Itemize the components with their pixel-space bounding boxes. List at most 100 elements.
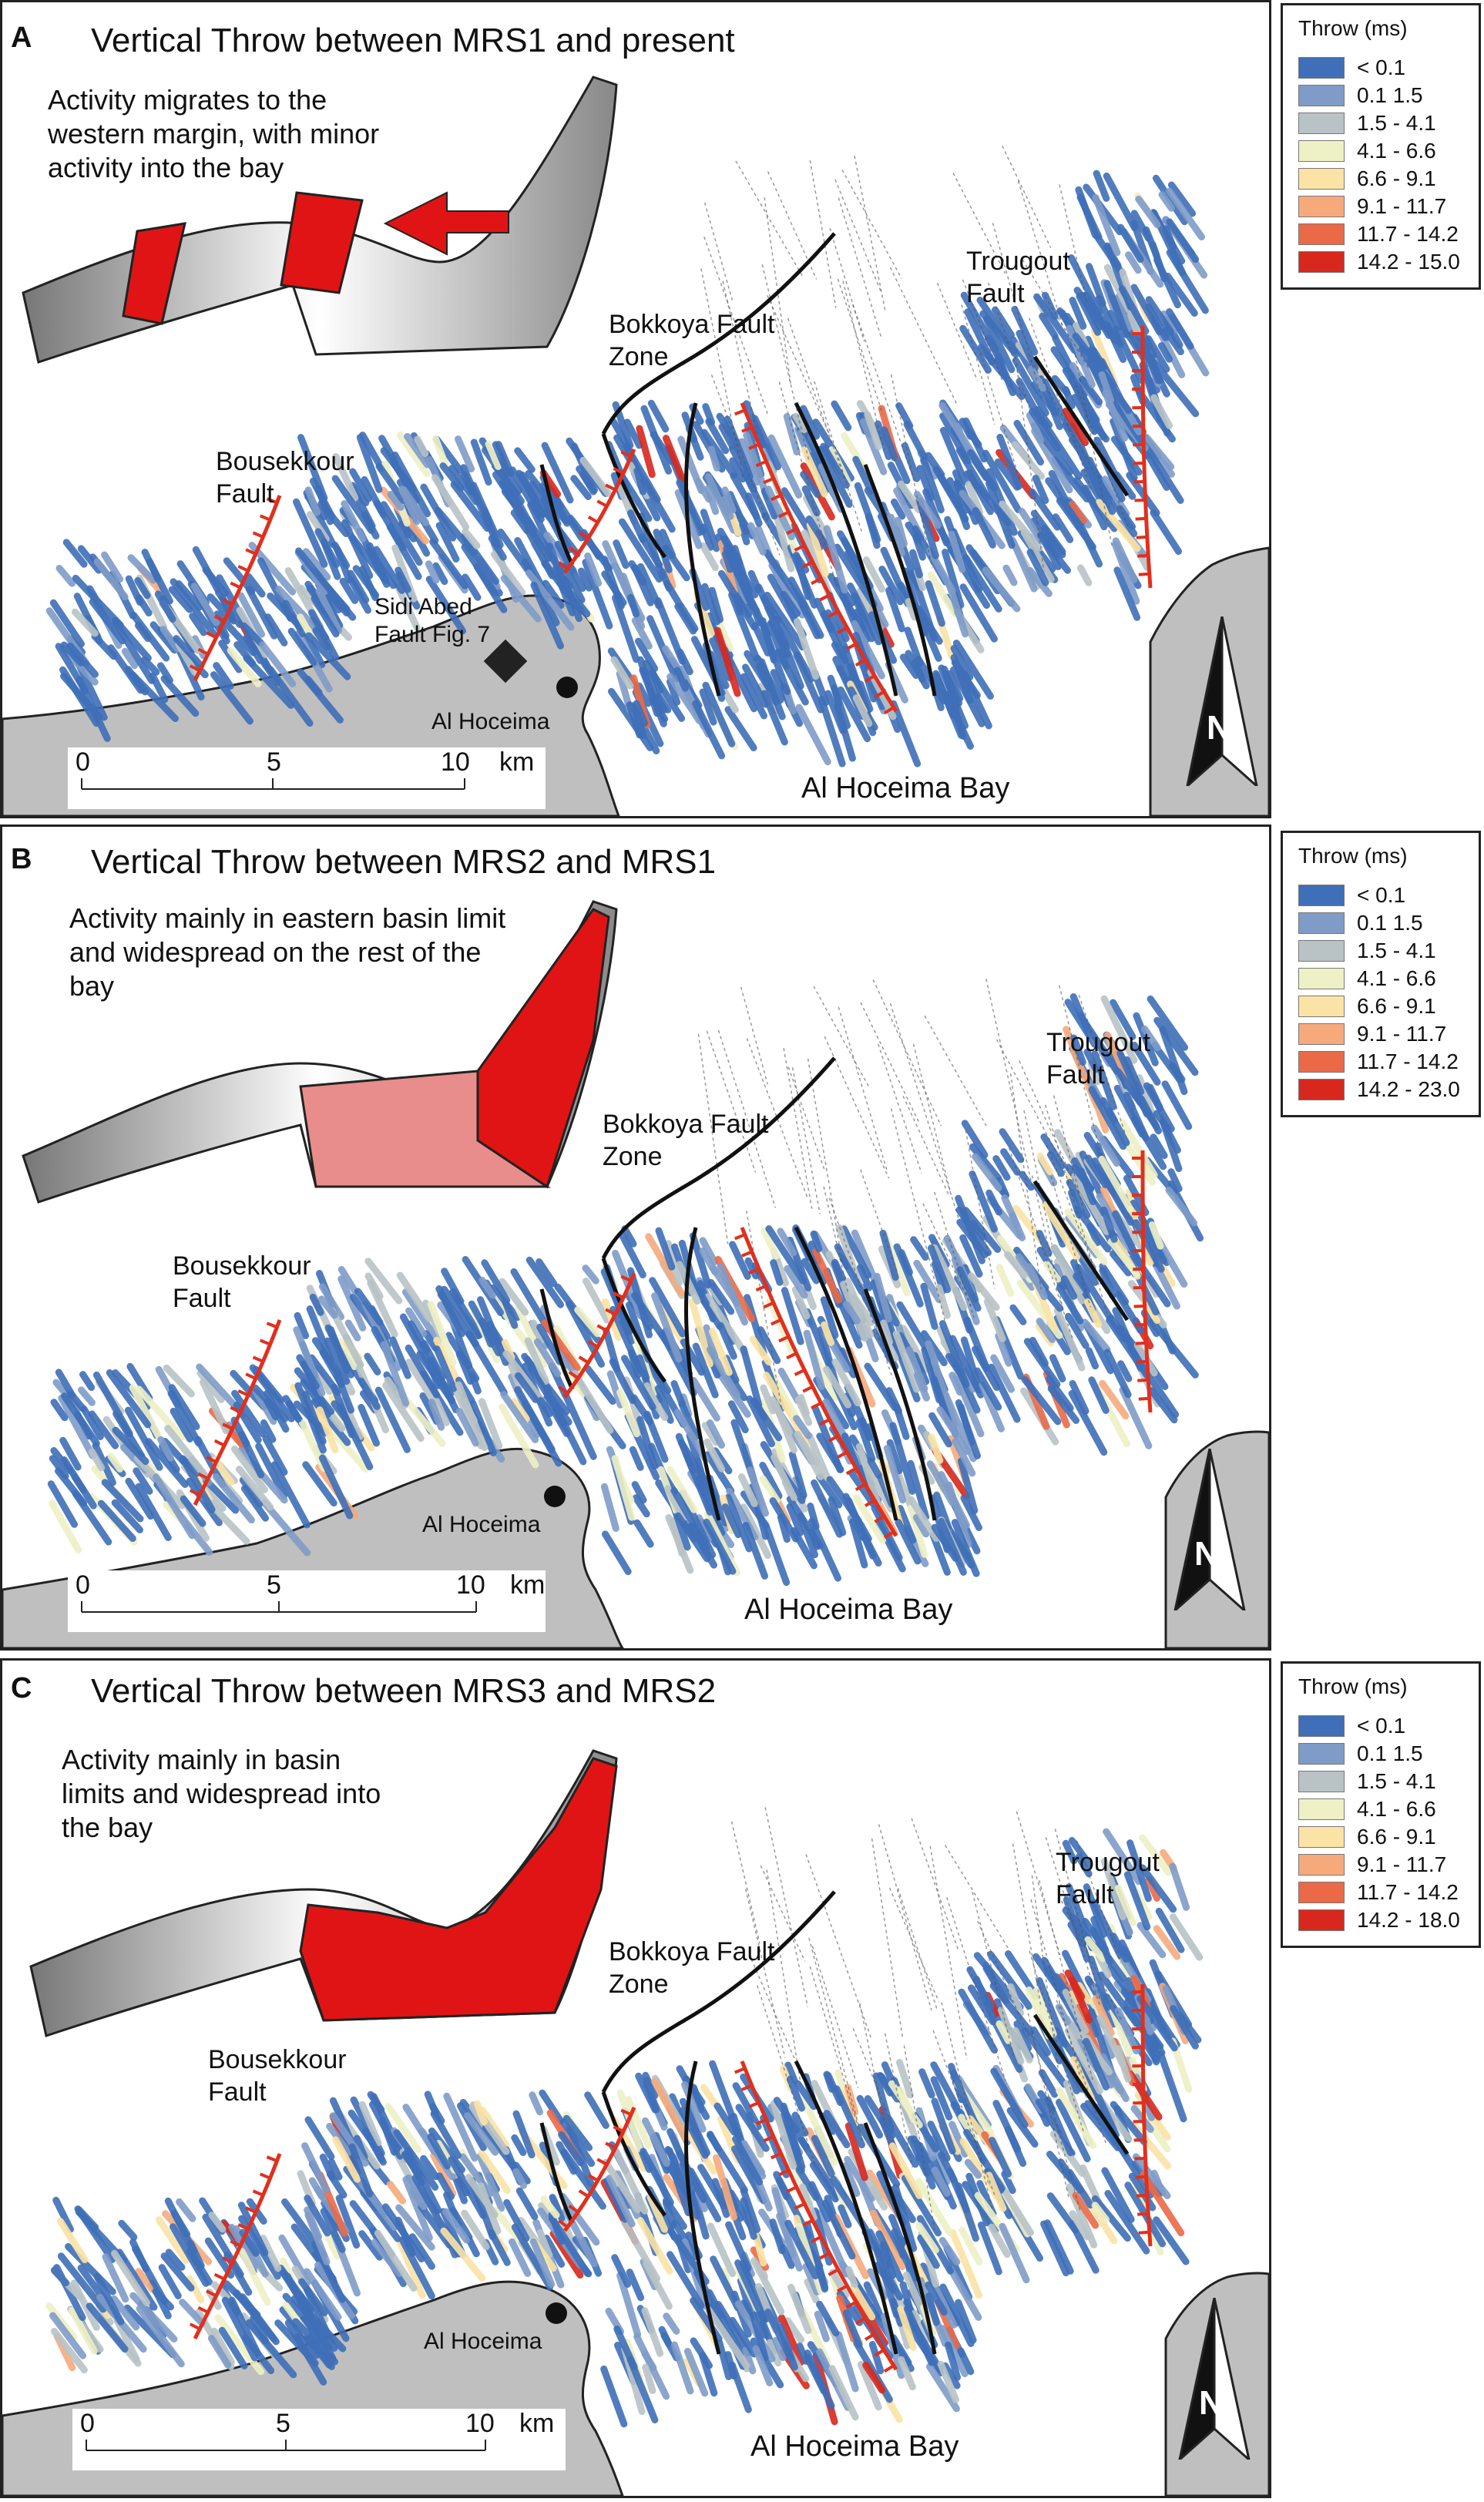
fault-segment xyxy=(953,1373,985,1438)
fault-segment xyxy=(695,1514,713,1543)
scale-tick-10: 10 xyxy=(456,1570,485,1600)
fault-segment xyxy=(784,2219,819,2280)
legend-item: 14.2 - 15.0 xyxy=(1298,250,1460,274)
fault-segment xyxy=(793,552,812,600)
fault-segment xyxy=(972,1345,1000,1392)
fault-segment xyxy=(404,432,431,468)
fault-segment xyxy=(664,1485,687,1522)
fault-segment xyxy=(787,2283,812,2335)
fault-segment xyxy=(1056,2087,1097,2150)
fault-segment xyxy=(862,2361,886,2394)
fault-segment xyxy=(732,2082,762,2131)
fault-segment xyxy=(1012,2027,1033,2064)
fault-segment xyxy=(730,472,760,520)
fault-segment xyxy=(1103,280,1130,338)
fault-segment xyxy=(1101,2034,1116,2060)
fault-tick xyxy=(605,483,616,492)
fault-segment xyxy=(1069,2056,1095,2101)
fault-segment xyxy=(448,465,480,505)
fault-segment xyxy=(1013,2020,1032,2052)
fault-tick xyxy=(237,565,249,573)
fault-segment xyxy=(766,620,790,670)
lineament xyxy=(767,171,818,280)
fault-segment xyxy=(791,1286,811,1320)
fault-segment xyxy=(702,681,736,747)
fault-tick xyxy=(854,658,866,667)
fault-tick xyxy=(786,1352,797,1360)
fault-segment xyxy=(729,2316,758,2358)
fault-segment xyxy=(777,2323,798,2371)
fault-segment xyxy=(767,2339,782,2367)
fault-segment xyxy=(1093,170,1110,202)
fault-segment xyxy=(1082,485,1108,531)
fault-tick xyxy=(845,642,857,651)
fault-segment xyxy=(996,433,1022,490)
fault-segment xyxy=(473,2100,488,2126)
fault-tick xyxy=(748,2101,760,2108)
fault-segment xyxy=(628,560,647,586)
fault-segment xyxy=(740,673,767,720)
fault-segment xyxy=(395,566,411,593)
fault-segment xyxy=(1170,2005,1199,2050)
fault-segment xyxy=(948,530,966,573)
fault-segment xyxy=(821,610,835,633)
fault-segment xyxy=(1135,195,1161,229)
fault-segment xyxy=(948,1335,985,1399)
fault-segment xyxy=(358,2230,384,2261)
fault-segment xyxy=(509,466,545,523)
fault-segment xyxy=(681,2081,707,2133)
fault-segment xyxy=(1047,1385,1080,1424)
fault-segment xyxy=(460,471,475,495)
legend-item: 4.1 - 6.6 xyxy=(1298,966,1436,990)
inset-map xyxy=(29,1749,618,2037)
fault-segment xyxy=(677,648,693,676)
fault-segment xyxy=(433,1397,450,1426)
fault-segment xyxy=(613,2148,649,2215)
fault-segment xyxy=(600,1483,619,1532)
fault-segment xyxy=(1032,475,1049,505)
fault-segment xyxy=(632,1494,650,1518)
fault-tick xyxy=(1137,1378,1149,1382)
fault-segment xyxy=(856,2094,883,2139)
fault-segment xyxy=(1162,327,1184,355)
fault-segment xyxy=(939,427,969,485)
fault-segment xyxy=(1123,1056,1145,1096)
fault-segment xyxy=(925,2281,948,2316)
north-label: N xyxy=(1207,709,1231,747)
fault-segment xyxy=(818,463,845,513)
fault-segment xyxy=(821,1321,834,1346)
fault-segment xyxy=(159,626,181,653)
fault-segment xyxy=(629,1446,644,1471)
fault-segment xyxy=(706,1419,725,1449)
fault-segment xyxy=(1091,1050,1117,1110)
fault-segment xyxy=(1040,525,1066,559)
fault-segment xyxy=(740,2187,761,2233)
fault-segment xyxy=(107,1453,124,1473)
fault-segment xyxy=(303,2268,342,2321)
fault-segment xyxy=(1072,332,1117,390)
fault-tick xyxy=(568,2205,579,2214)
fault-segment xyxy=(1085,1347,1099,1370)
fault-tick xyxy=(874,690,885,699)
fault-tick xyxy=(189,664,201,673)
fault-segment xyxy=(390,459,421,504)
fault-segment xyxy=(461,543,499,597)
fault-segment xyxy=(643,2260,673,2310)
fault-segment xyxy=(1062,1989,1089,2034)
fault-segment xyxy=(1047,1151,1065,1177)
fault-segment xyxy=(623,418,643,449)
throw-legend: Throw (ms) < 0.1 0.1 1.5 1.5 - 4.1 4.1 -… xyxy=(1281,3,1481,290)
fault-segment xyxy=(427,1301,457,1366)
fault-segment xyxy=(918,2068,935,2099)
fault-tick xyxy=(613,467,624,475)
fault-segment xyxy=(1167,181,1197,217)
active-fault xyxy=(1140,1983,1153,2247)
fault-segment xyxy=(101,551,124,583)
fault-segment xyxy=(915,2178,953,2236)
fault-segment xyxy=(963,2128,1006,2192)
fault-segment xyxy=(50,1399,69,1422)
fault-segment xyxy=(1030,2026,1051,2057)
legend-item: 11.7 - 14.2 xyxy=(1298,1880,1459,1904)
fault-segment xyxy=(771,1453,797,1501)
fault-segment xyxy=(738,522,750,546)
